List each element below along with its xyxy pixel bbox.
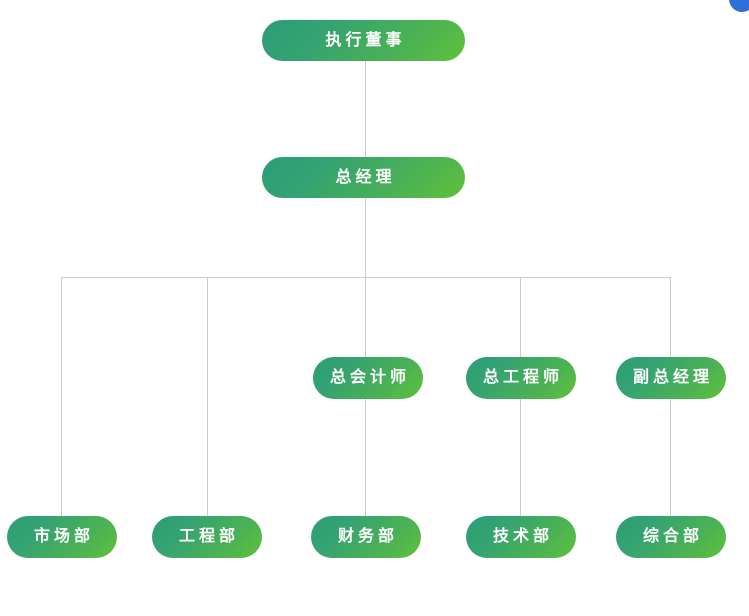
org-node-general-manager[interactable]: 总经理 <box>262 157 465 198</box>
connector-bus-to-branch-1 <box>61 277 62 516</box>
org-node-label: 总工程师 <box>482 369 563 386</box>
connector-distribution-bus <box>61 277 671 278</box>
corner-badge-artifact[interactable] <box>726 0 749 15</box>
org-node-chief-accountant[interactable]: 总会计师 <box>313 357 423 399</box>
org-node-label: 综合部 <box>642 528 703 545</box>
org-node-engineering-dept[interactable]: 工程部 <box>152 516 262 558</box>
org-node-chief-engineer[interactable]: 总工程师 <box>466 357 576 399</box>
org-node-deputy-general-manager[interactable]: 副总经理 <box>616 357 726 399</box>
org-node-label: 副总经理 <box>632 369 713 386</box>
org-node-label: 财务部 <box>337 528 398 545</box>
connector-bus-to-branch-2 <box>207 277 208 516</box>
connector-gm-to-bus <box>365 198 366 277</box>
org-node-general-affairs-dept[interactable]: 综合部 <box>616 516 726 558</box>
org-node-label: 执行董事 <box>325 31 406 49</box>
connector-exec-to-gm <box>365 61 366 157</box>
org-node-label: 总经理 <box>335 168 396 186</box>
org-node-technology-dept[interactable]: 技术部 <box>466 516 576 558</box>
org-node-finance-dept[interactable]: 财务部 <box>311 516 421 558</box>
org-node-exec-director[interactable]: 执行董事 <box>262 20 465 61</box>
org-node-label: 工程部 <box>178 528 239 545</box>
org-node-label: 市场部 <box>33 528 94 545</box>
org-node-label: 总会计师 <box>329 369 410 386</box>
org-node-label: 技术部 <box>492 528 553 545</box>
org-node-marketing-dept[interactable]: 市场部 <box>7 516 117 558</box>
